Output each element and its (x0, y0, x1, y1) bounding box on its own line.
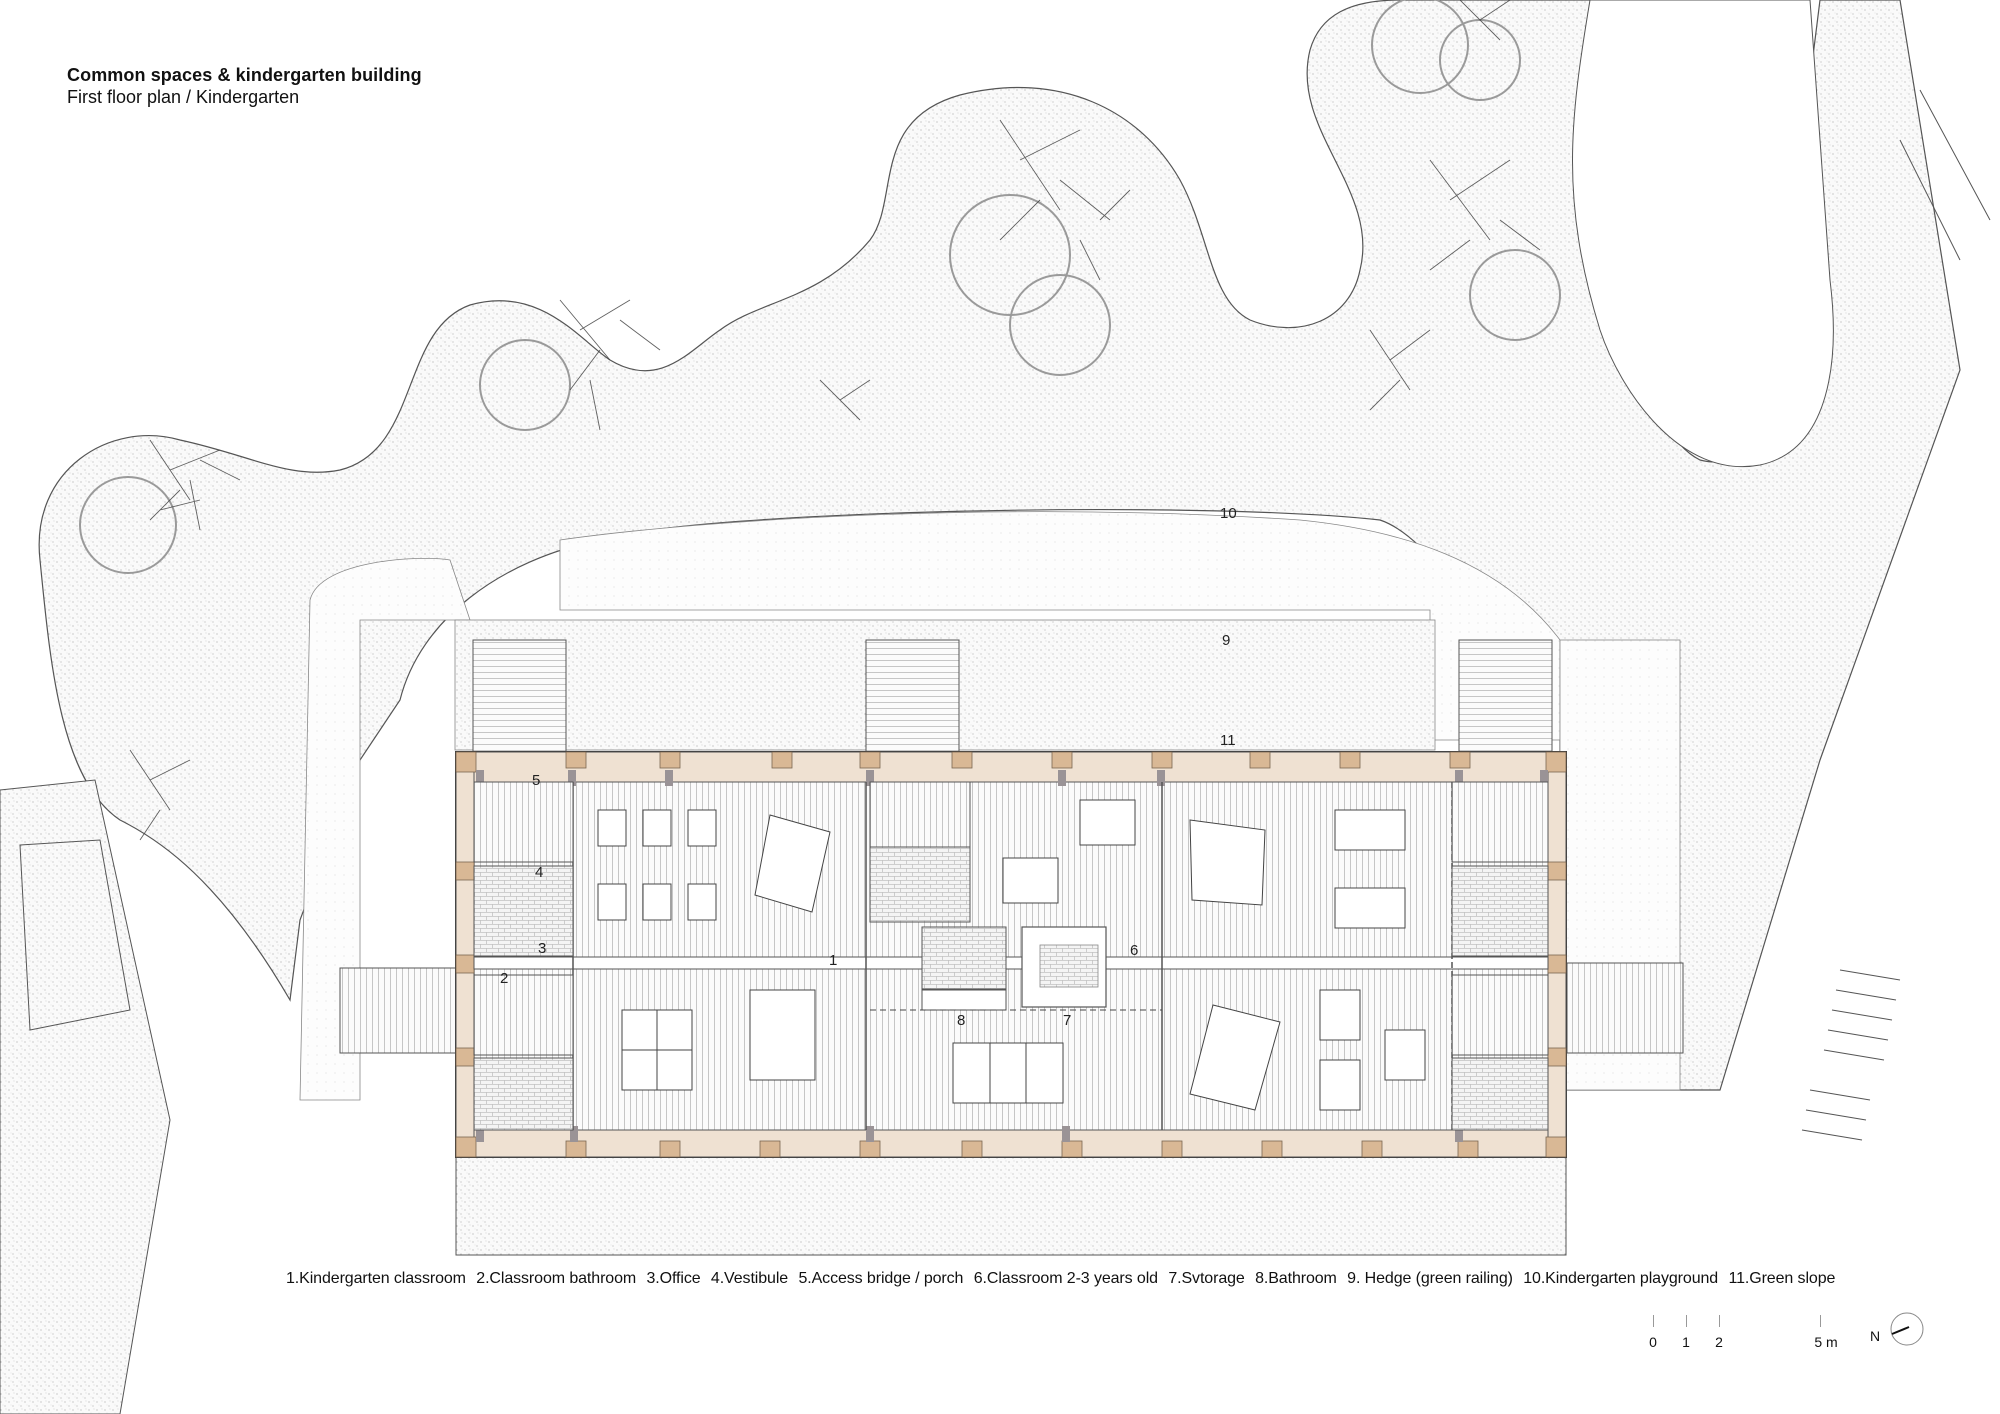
title-block: Common spaces & kindergarten building Fi… (67, 64, 422, 108)
room-label-3: 3 (538, 940, 547, 957)
legend-item: 4.Vestibule (710, 1270, 789, 1287)
scale-tick (1686, 1315, 1687, 1327)
room-label-10: 10 (1220, 505, 1237, 522)
scale-tick (1719, 1315, 1720, 1327)
legend-item: 1.Kindergarten classroom (286, 1270, 466, 1287)
legend-item: 9. Hedge (green railing) (1347, 1270, 1513, 1287)
room-label-6: 6 (1130, 942, 1139, 959)
east-bridge (1566, 962, 1684, 1054)
north-label: N (1870, 1328, 1881, 1344)
room-label-8: 8 (957, 1012, 966, 1029)
north-porches (472, 639, 1553, 756)
legend-item: 10.Kindergarten playground (1523, 1270, 1719, 1287)
drawing-subtitle: First floor plan / Kindergarten (67, 87, 300, 107)
scale-label: 1 (1682, 1334, 1690, 1350)
west-bridge (339, 967, 457, 1054)
scale-label: 5 m (1814, 1334, 1838, 1350)
north-arrow-icon (1890, 1312, 1924, 1346)
scale-tick (1820, 1315, 1821, 1327)
legend-item: 8.Bathroom (1255, 1270, 1337, 1287)
room-label-9: 9 (1222, 632, 1231, 649)
legend-item: 6.Classroom 2-3 years old (973, 1270, 1158, 1287)
south-terrace (455, 1154, 1567, 1256)
drawing-title: Common spaces & kindergarten building (67, 65, 422, 85)
trees (129, 0, 1541, 841)
legend-item: 5.Access bridge / porch (798, 1270, 964, 1287)
room-label-5: 5 (532, 772, 541, 789)
room-label-4: 4 (535, 864, 544, 881)
room-label-11: 11 (1220, 732, 1236, 749)
stairs-right (1801, 89, 1991, 1141)
scale-tick (1653, 1315, 1654, 1327)
room-label-1: 1 (829, 952, 838, 969)
room-label-2: 2 (500, 970, 509, 987)
scale-bar: 0 1 2 5 m (1640, 1310, 1940, 1350)
scale-label: 0 (1649, 1334, 1657, 1350)
legend-item: 3.Office (646, 1270, 701, 1287)
legend-item: 7.Svtorage (1168, 1270, 1245, 1287)
adjacent-building-left (0, 779, 171, 1414)
building (455, 751, 1567, 1158)
legend-item: 11.Green slope (1728, 1270, 1836, 1287)
room-label-7: 7 (1063, 1012, 1072, 1029)
legend-item: 2.Classroom bathroom (476, 1270, 637, 1287)
scale-label: 2 (1715, 1334, 1723, 1350)
hedge-zone (299, 558, 471, 1101)
legend: 1.Kindergarten classroom 2.Classroom bat… (286, 1270, 1841, 1288)
